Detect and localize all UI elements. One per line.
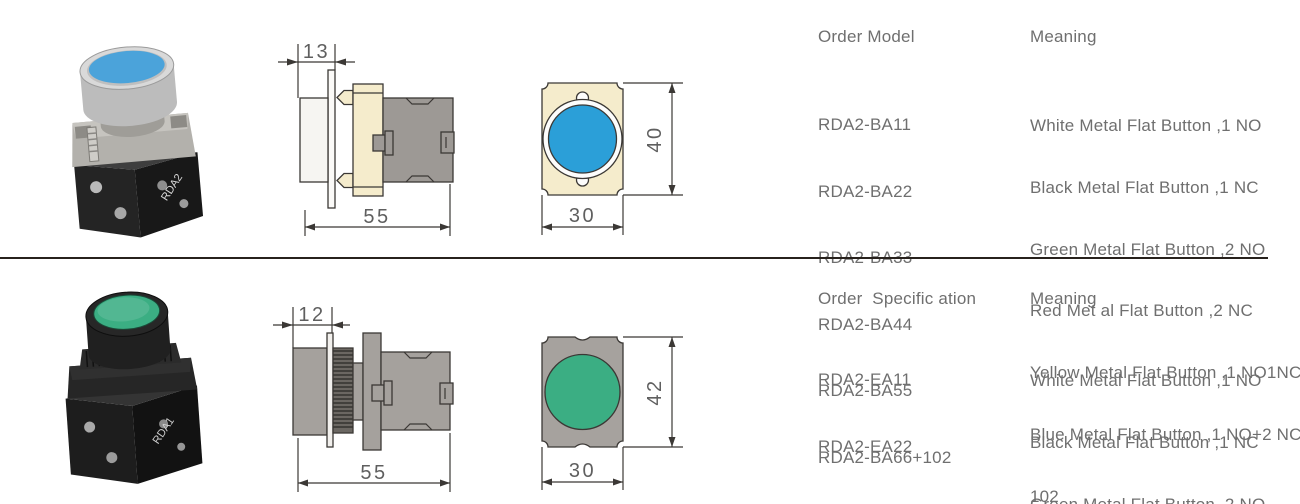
order-model-header: Order Model bbox=[818, 27, 915, 46]
product-photo-blue-button: RDA2 bbox=[72, 46, 204, 238]
button-face-photo bbox=[88, 50, 165, 84]
meaning: Green Metal Flat Button ,2 NO bbox=[1030, 239, 1266, 259]
dimension-label-front-depth: 13 bbox=[303, 41, 330, 63]
terminal-screw bbox=[106, 452, 118, 464]
meaning: Blue Metal Flat Button ,1 NO+2 NC bbox=[1030, 424, 1300, 444]
front-view-drawing-top: 40 30 bbox=[541, 82, 683, 235]
order-model: RDA2-EA33 bbox=[818, 500, 952, 504]
meaning-list: White Metal Flat Button ,1 NO Black Meta… bbox=[1030, 75, 1300, 504]
button-face-photo bbox=[93, 294, 161, 330]
dimension-label-height: 42 bbox=[644, 378, 666, 405]
product-photo-green-button: RDA1 bbox=[65, 291, 203, 484]
dimension-label-total-depth: 55 bbox=[360, 462, 387, 484]
meaning-header: Meaning bbox=[1030, 289, 1097, 308]
row-divider bbox=[0, 257, 1268, 259]
order-model: RDA2-BA11 bbox=[818, 115, 912, 134]
side-view-drawing-top: 13 55 bbox=[278, 41, 455, 236]
dimension-label-width: 30 bbox=[569, 205, 596, 227]
terminal-screw bbox=[84, 421, 96, 433]
terminal-screw bbox=[90, 181, 103, 194]
meaning: Yellow Metal Flat Button ,1 NO1NC bbox=[1030, 363, 1300, 383]
order-specification-header: Order Specific ation bbox=[818, 289, 977, 308]
meaning-header: Meaning bbox=[1030, 27, 1097, 46]
meaning: Black Metal Flat Button ,1 NC bbox=[1030, 432, 1259, 452]
terminal-screw bbox=[159, 419, 169, 429]
meaning-list: White Metal Flat Button ,1 NO Black Meta… bbox=[1030, 330, 1300, 504]
dimension-label-front-depth: 12 bbox=[298, 304, 325, 326]
side-view-drawing-bottom: 12 55 bbox=[273, 304, 454, 492]
button-face-front bbox=[544, 353, 621, 431]
order-model-list: RDA2-EA11 RDA2-EA22 RDA2-EA33 RDA2-EA44 … bbox=[818, 327, 952, 504]
meaning: Green Metal Flat Button ,2 NO bbox=[1030, 494, 1300, 504]
dimension-label-height: 40 bbox=[644, 125, 666, 152]
order-model: RDA2-BA55 bbox=[818, 381, 913, 400]
order-model: RDA2-EA11 bbox=[818, 370, 912, 389]
dimension-label-width: 30 bbox=[569, 460, 596, 482]
button-head-side bbox=[299, 97, 329, 183]
order-model: RDA2-BA44 bbox=[818, 314, 913, 334]
photo-shapes: RDA2 bbox=[72, 46, 204, 238]
photo-shapes: RDA1 bbox=[65, 291, 203, 484]
meaning: Red Met al Flat Button ,2 NC bbox=[1030, 301, 1253, 321]
meaning: White Metal Flat Button ,1 NO bbox=[1030, 371, 1262, 390]
mounting-bolt bbox=[86, 126, 100, 163]
meaning: White Metal Flat Button ,1 NO bbox=[1030, 116, 1262, 135]
terminal-screw bbox=[179, 199, 189, 209]
terminal-screw bbox=[157, 180, 168, 191]
terminal-screw bbox=[114, 207, 127, 220]
button-head-side bbox=[292, 347, 328, 436]
terminal-screw bbox=[177, 442, 186, 451]
meaning: Black Metal Flat Button ,1 NC bbox=[1030, 177, 1259, 197]
dimension-label-total-depth: 55 bbox=[363, 206, 390, 228]
screw-terminal bbox=[336, 172, 354, 189]
screw-terminal bbox=[336, 89, 354, 106]
order-model: RDA2-EA22 bbox=[818, 436, 913, 456]
button-face-front bbox=[547, 104, 618, 174]
meaning: 102 bbox=[1030, 486, 1059, 504]
order-model: RDA2-BA22 bbox=[818, 181, 913, 201]
front-view-drawing-bottom: 42 30 bbox=[541, 336, 683, 490]
order-model: RDA2-BA66+102 bbox=[818, 447, 952, 467]
